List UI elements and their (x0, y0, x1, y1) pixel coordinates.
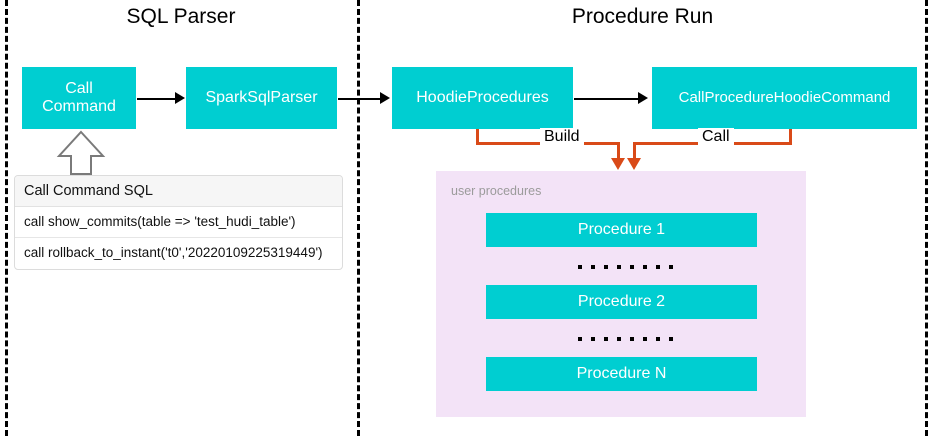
call-edge-vertical-end (633, 142, 636, 161)
sql-table-row[interactable]: call rollback_to_instant('t0','202201092… (24, 245, 323, 260)
user-procedures-caption: user procedures (451, 184, 542, 198)
divider-left (5, 0, 8, 436)
build-edge-vertical-end (617, 142, 620, 161)
arrow-callcommand-to-sparksqlparser-line (137, 98, 175, 100)
arrow-hoodieprocedures-to-callprocedure-line (574, 98, 638, 100)
node-hoodie-procedures[interactable]: HoodieProcedures (392, 67, 573, 129)
node-call-command-line1: Call (65, 79, 93, 97)
section-title-sql-parser: SQL Parser (126, 5, 236, 28)
node-call-command-line2: Command (42, 98, 116, 115)
user-procedure-item-n[interactable]: Procedure N (486, 357, 757, 391)
ellipsis-dots-2 (578, 337, 673, 341)
user-procedure-item-2[interactable]: Procedure 2 (486, 285, 757, 319)
node-call-procedure-hoodie-command[interactable]: CallProcedureHoodieCommand (652, 67, 917, 129)
arrow-sparksqlparser-to-hoodieprocedures-head (380, 92, 390, 104)
arrow-hoodieprocedures-to-callprocedure-head (638, 92, 648, 104)
user-procedure-item-1[interactable]: Procedure 1 (486, 213, 757, 247)
node-call-command[interactable]: Call Command (22, 67, 136, 129)
call-command-sql-table: Call Command SQL call show_commits(table… (14, 175, 343, 270)
call-edge-vertical-start (789, 129, 792, 145)
edge-label-build: Build (540, 128, 584, 146)
edge-label-call: Call (698, 128, 734, 146)
node-spark-sql-parser[interactable]: SparkSqlParser (186, 67, 337, 129)
section-title-procedure-run: Procedure Run (571, 5, 714, 28)
arrow-callcommand-to-sparksqlparser-head (175, 92, 185, 104)
ellipsis-dots-1 (578, 265, 673, 269)
build-edge-vertical-start (476, 129, 479, 145)
call-edge-arrowhead (627, 158, 641, 170)
arrow-sparksqlparser-to-hoodieprocedures-line (338, 98, 380, 100)
divider-right (925, 0, 928, 436)
sql-table-row[interactable]: call show_commits(table => 'test_hudi_ta… (15, 207, 342, 238)
up-arrow-icon (55, 130, 107, 181)
divider-middle (357, 0, 360, 436)
build-edge-arrowhead (611, 158, 625, 170)
sql-table-header: Call Command SQL (15, 176, 342, 207)
